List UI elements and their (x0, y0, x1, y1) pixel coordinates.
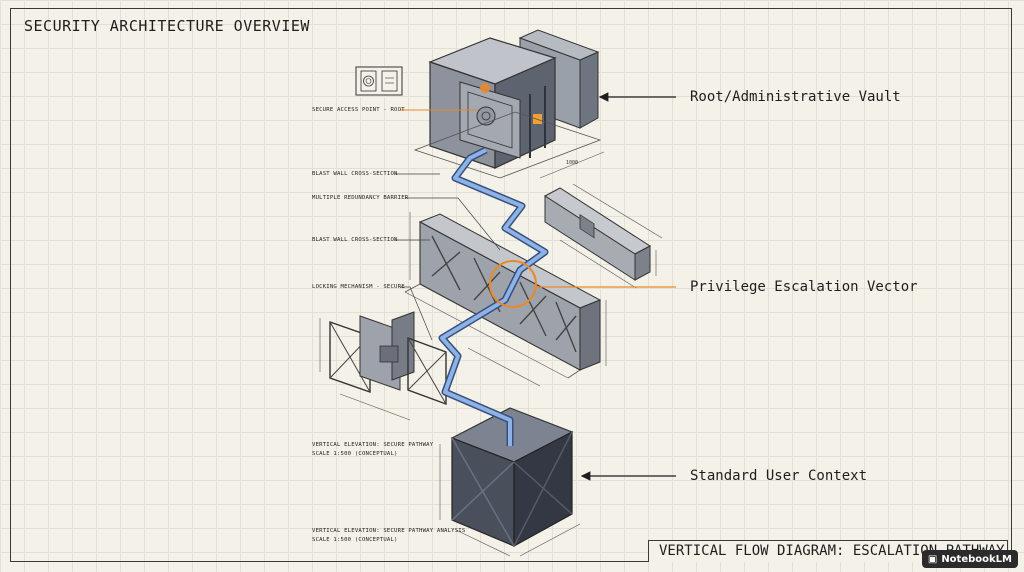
annotation-scale-2: SCALE 1:500 (CONCEPTUAL) (312, 537, 398, 543)
callout-privilege-escalation: Privilege Escalation Vector (690, 279, 918, 295)
jersey-barrier-illustration (544, 183, 663, 289)
page-title: SECURITY ARCHITECTURE OVERVIEW (24, 17, 310, 35)
fingerprint-scanner-icon (355, 66, 403, 96)
annotation-redundancy-barrier: MULTIPLE REDUNDANCY BARRIER (312, 195, 409, 201)
brand-label: NotebookLM (941, 553, 1012, 565)
callout-root-vault: Root/Administrative Vault (690, 89, 901, 105)
brand-badge: ▣ NotebookLM (921, 550, 1018, 568)
annotation-elevation-1: VERTICAL ELEVATION: SECURE PATHWAY (312, 442, 434, 448)
annotation-secure-access: SECURE ACCESS POINT - ROOT (312, 107, 405, 113)
footer-title: VERTICAL FLOW DIAGRAM: ESCALATION PATHWA… (659, 543, 1005, 559)
svg-text:1000: 1000 (566, 160, 578, 166)
root-vault-illustration: 1000 (413, 29, 605, 179)
annotation-blast-wall-mid: BLAST WALL CROSS-SECTION (312, 237, 398, 243)
callout-standard-user: Standard User Context (690, 468, 868, 484)
drawing-frame (10, 8, 1012, 562)
escalation-highlight-ring (489, 260, 537, 308)
annotation-blast-wall-top: BLAST WALL CROSS-SECTION (312, 171, 398, 177)
annotation-elevation-2: VERTICAL ELEVATION: SECURE PATHWAY ANALY… (312, 528, 466, 534)
notebook-logo-icon: ▣ (927, 553, 938, 565)
annotation-locking-mechanism: LOCKING MECHANISM - SECURE (312, 284, 405, 290)
locking-gate-illustration (319, 311, 447, 421)
annotation-scale-1: SCALE 1:500 (CONCEPTUAL) (312, 451, 398, 457)
